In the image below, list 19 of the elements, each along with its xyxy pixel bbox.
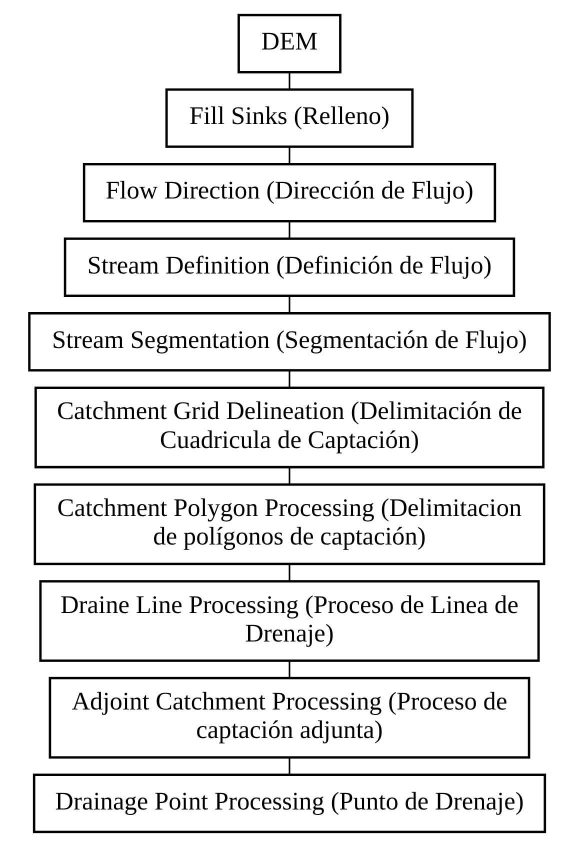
connector — [288, 221, 290, 239]
node-box: Stream Definition (Definición de Flujo) — [63, 238, 515, 297]
node-box: Catchment Polygon Processing (Delimitacion de polígonos de captación) — [33, 483, 545, 566]
connector — [288, 468, 290, 484]
node-box: DEM — [237, 14, 341, 74]
connector — [288, 296, 290, 314]
connector — [288, 564, 290, 581]
node-box: Fill Sinks (Relleno) — [164, 88, 414, 148]
node-box: Draine Line Processing (Proceso de Linea de Drenaje) — [38, 580, 540, 662]
node-box: Catchment Grid Delineation (Delimitación de Cuadricula de Captación) — [34, 386, 544, 468]
node-box: Stream Segmentation (Segmentación de Flujo) — [28, 312, 550, 372]
connector — [288, 661, 290, 678]
connector — [288, 370, 290, 388]
connector — [288, 72, 290, 90]
connector — [288, 146, 290, 164]
node-box: Drainage Point Processing (Punto de Drenaje) — [32, 774, 546, 834]
connector — [288, 758, 290, 775]
node-box: Flow Direction (Dirección de Flujo) — [82, 162, 496, 222]
node-box: Adjoint Catchment Processing (Proceso de captación adjunta) — [48, 676, 530, 759]
